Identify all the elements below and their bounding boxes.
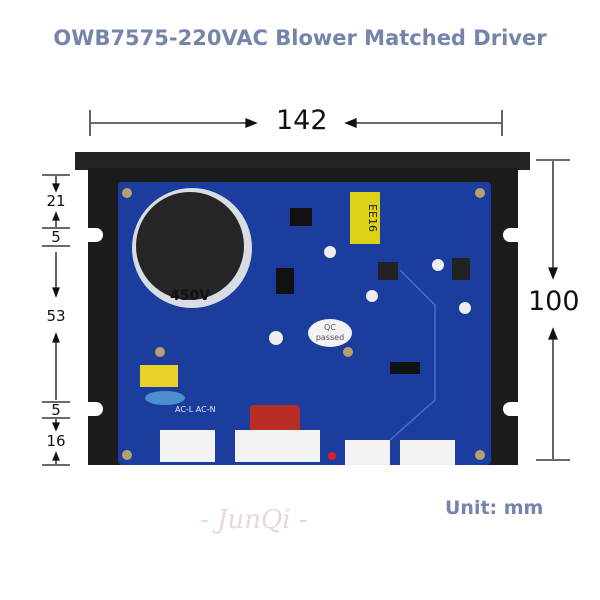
ac-label: AC-L AC-N: [175, 405, 216, 414]
left-dimension-1: 21: [46, 192, 66, 210]
unit-label: Unit: mm: [445, 497, 544, 519]
pcb: 450V EE16 QC passed AC-L AC-N: [118, 182, 491, 465]
connector-1: [345, 440, 390, 465]
height-dimension: 100: [528, 286, 580, 317]
left-dimension-4: 5: [51, 401, 61, 419]
left-dimension-3: 53: [46, 307, 66, 325]
connector-2: [400, 440, 455, 465]
connector-motor: [235, 430, 320, 462]
qc-passed-label: passed: [316, 333, 344, 342]
transformer: [350, 192, 380, 244]
page-title: OWB7575-220VAC Blower Matched Driver: [53, 26, 547, 50]
qc-label: QC: [324, 323, 336, 332]
left-dimension-2: 5: [51, 228, 61, 246]
qc-sticker: [308, 319, 352, 347]
connector-ac: [160, 430, 215, 462]
left-dimension-5: 16: [46, 432, 66, 450]
width-dimension: 142: [276, 105, 328, 136]
dimension-lines: [42, 110, 570, 466]
transformer-label: EE16: [366, 204, 379, 232]
led: [328, 452, 336, 460]
capacitor-label: 450V: [170, 288, 210, 304]
screws: [122, 188, 485, 460]
red-capacitor: [250, 405, 300, 435]
yellow-capacitor: [140, 365, 178, 387]
watermark: - JunQi -: [200, 505, 308, 535]
